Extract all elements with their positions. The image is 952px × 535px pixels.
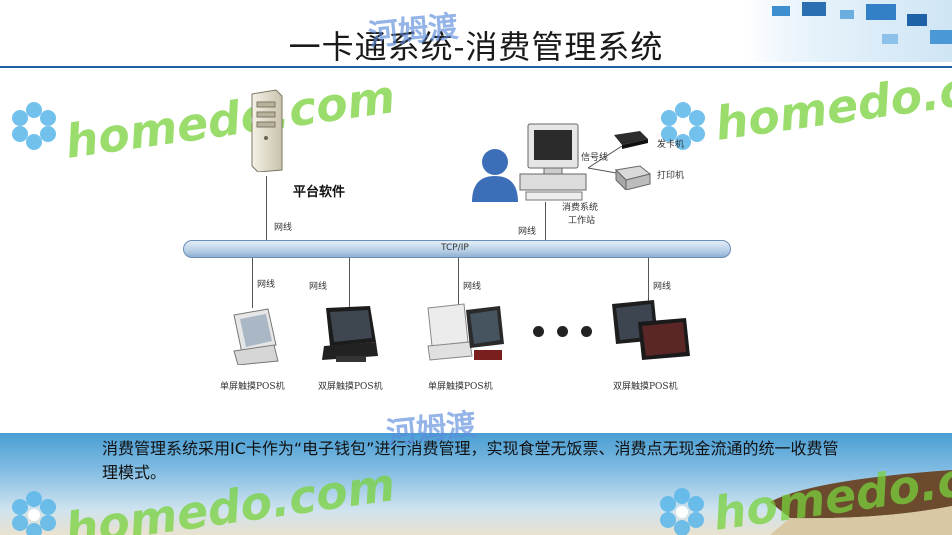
terminal-connector — [648, 258, 649, 308]
single-screen-pos-icon — [427, 303, 504, 361]
printer-label: 打印机 — [657, 171, 685, 181]
tcp-ip-network-bus — [183, 240, 731, 258]
terminal-link-label: 网线 — [309, 282, 328, 292]
slide-title: 一卡通系统-消费管理系统 — [288, 28, 664, 66]
watermark-flower-icon — [12, 491, 56, 535]
description-text: 消费管理系统采用IC卡作为“电子钱包”进行消费管理，实现食堂无饭票、消费点无现金… — [102, 439, 839, 482]
server-connector — [266, 176, 267, 240]
more-terminals-ellipsis — [533, 322, 605, 341]
watermark-flower-icon — [660, 488, 704, 535]
terminal-link-label: 网线 — [463, 282, 482, 292]
terminal-label: 单屏触摸POS机 — [220, 382, 285, 392]
watermark-text-cn: 河姆渡 — [384, 407, 478, 452]
single-screen-pos-icon — [233, 308, 279, 365]
watermark-text-cn: 河姆渡 — [366, 9, 460, 54]
signal-line-label: 信号线 — [581, 153, 609, 163]
corner-decoration — [742, 0, 952, 62]
workstation-link-label: 网线 — [518, 227, 537, 237]
user-icon — [472, 149, 518, 202]
card-reader-label: 发卡机 — [657, 140, 685, 150]
server-icon — [251, 89, 283, 172]
terminal-connector — [252, 258, 253, 308]
workstation-computer-icon — [519, 123, 587, 201]
boat-image — [770, 470, 952, 535]
terminal-link-label: 网线 — [257, 280, 276, 290]
terminal-label: 双屏触摸POS机 — [318, 382, 383, 392]
workstation-label-1: 消费系统 — [562, 203, 599, 213]
workstation-connector — [545, 202, 546, 240]
terminal-connector — [349, 258, 350, 308]
dual-screen-pos-icon — [612, 300, 690, 360]
terminal-link-label: 网线 — [653, 282, 672, 292]
dual-screen-pos-icon — [322, 306, 378, 362]
workstation-label-2: 工作站 — [568, 216, 596, 226]
title-underline — [0, 66, 952, 68]
terminal-label: 双屏触摸POS机 — [613, 382, 678, 392]
printer-icon — [614, 165, 652, 190]
watermark-flower-icon — [661, 102, 705, 150]
bus-label: TCP/IP — [441, 243, 469, 253]
card-reader-icon — [614, 131, 648, 149]
watermark-flower-icon — [12, 102, 56, 150]
terminal-label: 单屏触摸POS机 — [428, 382, 493, 392]
terminal-connector — [458, 258, 459, 308]
watermark-text: homedo.com — [61, 69, 399, 169]
server-label: 平台软件 — [293, 185, 346, 200]
server-link-label: 网线 — [274, 223, 293, 233]
